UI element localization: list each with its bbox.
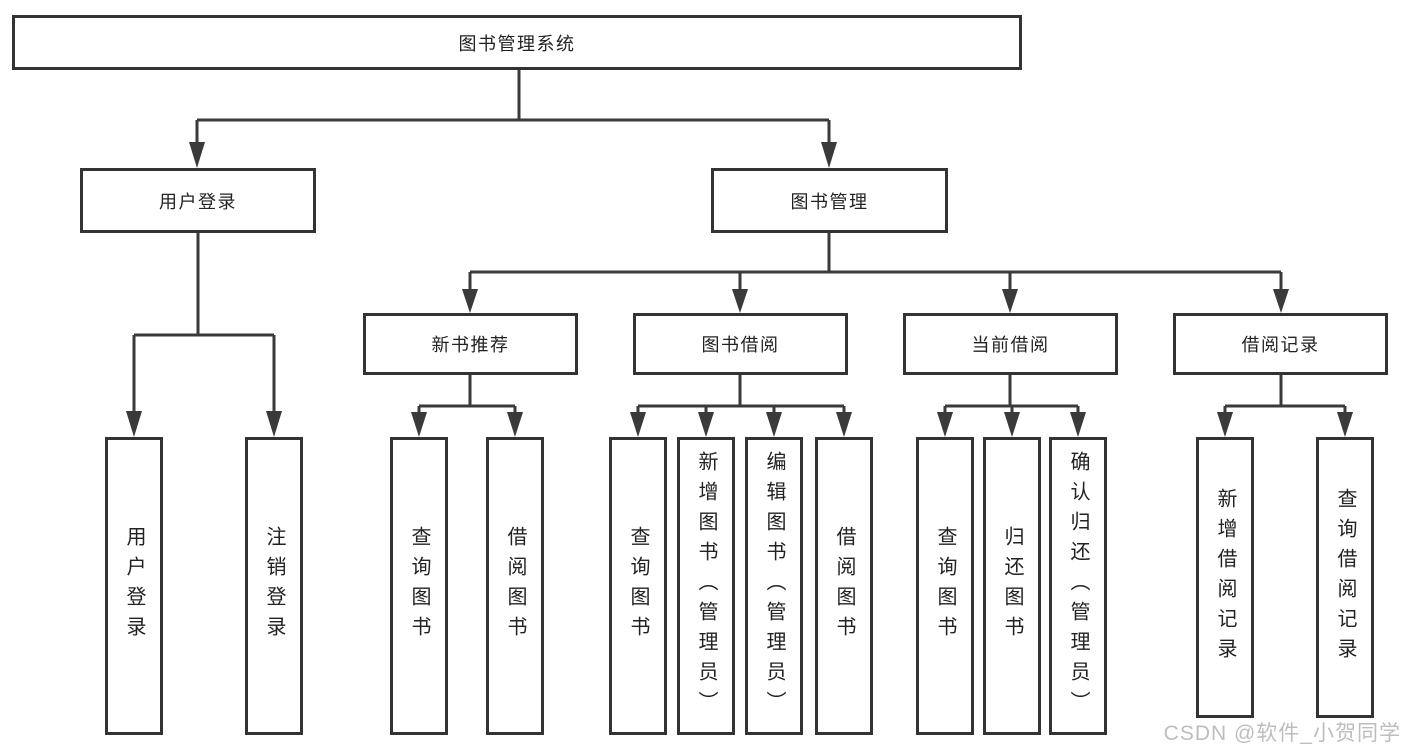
node-label: 用户登录: [123, 526, 145, 646]
arrowhead: [630, 412, 646, 437]
node-new-book-recommend: 新书推荐: [363, 313, 578, 375]
connector-userlogin-to-leaves: [126, 233, 282, 437]
arrowhead: [189, 142, 205, 168]
node-book-management: 图书管理: [711, 168, 948, 233]
node-root-system: 图书管理系统: [12, 15, 1022, 70]
leaf-query-borrow-record: 查询借阅记录: [1316, 437, 1374, 718]
csdn-watermark: CSDN @软件_小贺同学: [1163, 722, 1401, 745]
leaf-logout: 注销登录: [245, 437, 303, 735]
arrowhead: [732, 289, 748, 313]
node-label: 查询图书: [408, 526, 430, 646]
arrowhead: [1002, 289, 1018, 313]
node-label: 借阅图书: [833, 526, 855, 646]
arrowhead: [507, 412, 523, 437]
node-current-borrowing: 当前借阅: [903, 313, 1118, 375]
leaf-return-books: 归还图书: [983, 437, 1041, 735]
arrowhead: [698, 412, 714, 437]
arrowhead: [462, 289, 478, 313]
arrowhead: [1004, 412, 1020, 437]
arrowhead: [1217, 412, 1233, 437]
connector-current-to-leaves: [937, 375, 1086, 437]
leaf-borrow-books-recommend: 借阅图书: [486, 437, 544, 735]
connector-recommend-to-leaves: [411, 375, 523, 437]
node-label: 图书管理系统: [458, 33, 576, 54]
node-label: 新增借阅记录: [1214, 487, 1236, 668]
node-user-login: 用户登录: [80, 168, 316, 233]
arrowhead: [1337, 412, 1353, 437]
node-label: 确认归还（管理员）: [1067, 451, 1089, 721]
leaf-add-book-admin: 新增图书（管理员）: [677, 437, 735, 735]
node-label: 借阅记录: [1241, 335, 1320, 355]
node-label: 借阅图书: [504, 526, 526, 646]
leaf-borrow-books: 借阅图书: [815, 437, 873, 735]
arrowhead: [1070, 412, 1086, 437]
node-label: 新书推荐: [431, 335, 510, 355]
node-label: 图书借阅: [701, 335, 780, 355]
node-label: 图书管理: [790, 191, 869, 212]
arrowhead: [937, 412, 953, 437]
connector-records-to-leaves: [1217, 375, 1353, 437]
node-label: 查询图书: [934, 526, 956, 646]
arrowhead: [1273, 289, 1289, 313]
arrowhead: [836, 412, 852, 437]
connector-line: [1223, 375, 1347, 414]
leaf-edit-book-admin: 编辑图书（管理员）: [745, 437, 803, 735]
leaf-add-borrow-record: 新增借阅记录: [1196, 437, 1254, 718]
arrowhead: [411, 412, 427, 437]
node-label: 查询图书: [627, 526, 649, 646]
connector-line: [132, 233, 276, 413]
connector-line: [943, 375, 1080, 414]
leaf-query-books-recommend: 查询图书: [390, 437, 448, 735]
leaf-query-books-current: 查询图书: [916, 437, 974, 735]
connector-bookmgmt-to-level3: [462, 233, 1289, 313]
node-label: 注销登录: [263, 526, 285, 646]
node-label: 编辑图书（管理员）: [763, 451, 785, 721]
connector-line: [636, 375, 846, 414]
leaf-query-books-borrow: 查询图书: [609, 437, 667, 735]
connector-root-to-level2: [189, 70, 837, 168]
leaf-user-login: 用户登录: [105, 437, 163, 735]
leaf-confirm-return-admin: 确认归还（管理员）: [1049, 437, 1107, 735]
connector-line: [417, 375, 517, 414]
node-borrow-records: 借阅记录: [1173, 313, 1388, 375]
arrowhead: [266, 411, 282, 437]
connector-borrow-to-leaves: [630, 375, 852, 437]
arrowhead: [766, 412, 782, 437]
connector-line: [468, 233, 1283, 291]
node-label: 归还图书: [1001, 526, 1023, 646]
node-label: 新增图书（管理员）: [695, 451, 717, 721]
arrowhead: [126, 411, 142, 437]
node-book-borrowing: 图书借阅: [633, 313, 848, 375]
node-label: 查询借阅记录: [1334, 487, 1356, 668]
node-label: 用户登录: [159, 191, 237, 212]
connector-line: [195, 70, 831, 144]
node-label: 当前借阅: [971, 335, 1050, 355]
arrowhead: [821, 142, 837, 168]
